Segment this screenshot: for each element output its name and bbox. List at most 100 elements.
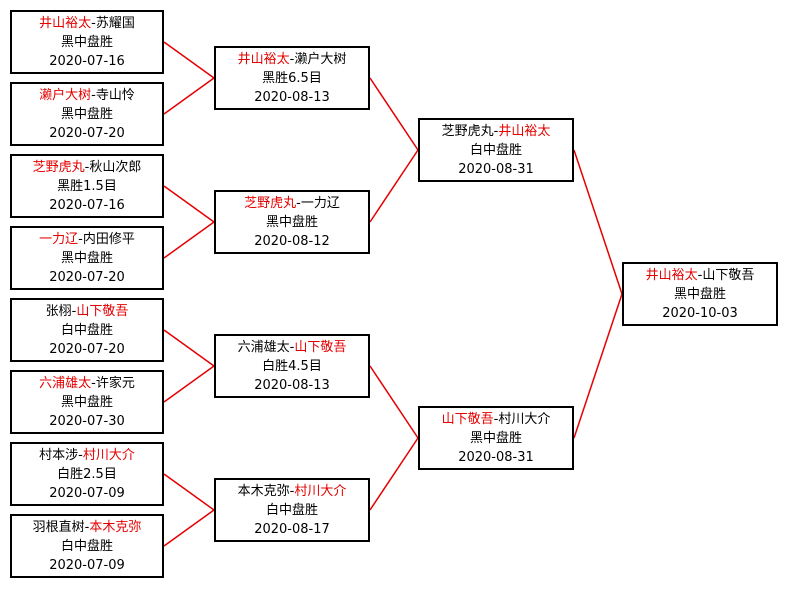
player-two: 一力辽 [300,196,340,211]
separator: - [289,484,295,499]
match-date: 2020-07-09 [49,558,125,573]
match-date: 2020-07-20 [49,270,125,285]
match-box-r2-4: 本木克弥-村川大介白中盘胜 2020-08-17 [214,478,370,542]
match-box-r2-2: 芝野虎丸-一力辽黑中盘胜 2020-08-12 [214,190,370,254]
match-result: 黑中盘胜 [469,431,522,446]
match-result: 白中盘胜 [60,323,113,338]
player-one: 井山裕太 [237,52,290,67]
player-two: 寺山怜 [95,88,135,103]
player-two: 山下敬吾 [294,340,347,355]
match-date: 2020-07-16 [49,54,125,69]
match-box-r4-1: 井山裕太-山下敬吾黑中盘胜 2020-10-03 [622,262,778,326]
player-one: 羽根直树 [32,520,85,535]
player-one: 芝野虎丸 [441,124,494,139]
player-two: 秋山次郎 [89,160,142,175]
player-one: 井山裕太 [645,268,698,283]
separator: - [71,304,77,319]
players-line: 羽根直树-本木克弥 [12,518,162,537]
player-one: 张栩 [45,304,72,319]
player-two: 濑户大树 [294,52,347,67]
player-one: 山下敬吾 [441,412,494,427]
match-box-r1-6: 六浦雄太-许家元黑中盘胜 2020-07-30 [10,370,164,434]
player-one: 芝野虎丸 [244,196,297,211]
player-one: 六浦雄太 [237,340,290,355]
match-result: 黑胜6.5目 [262,71,322,86]
match-result: 黑中盘胜 [60,251,113,266]
players-line: 芝野虎丸-一力辽 [216,194,368,213]
player-one: 一力辽 [39,232,79,247]
match-result: 黑中盘胜 [60,395,113,410]
connector-r1-6 [163,365,215,403]
match-date: 2020-07-30 [49,414,125,429]
connector-r2-4 [369,437,419,511]
players-line: 芝野虎丸-秋山次郎 [12,158,162,177]
separator: - [84,160,90,175]
connector-r3-2 [573,293,623,439]
players-line: 山下敬吾-村川大介 [420,410,572,429]
players-line: 六浦雄太-许家元 [12,374,162,393]
match-date: 2020-07-16 [49,198,125,213]
players-line: 村本涉-村川大介 [12,446,162,465]
player-one: 芝野虎丸 [32,160,85,175]
players-line: 井山裕太-山下敬吾 [624,266,776,285]
match-result: 黑胜1.5目 [57,179,117,194]
connector-r2-3 [369,365,419,439]
match-box-r1-3: 芝野虎丸-秋山次郎黑胜1.5目 2020-07-16 [10,154,164,218]
player-two: 苏耀国 [95,16,135,31]
connector-r2-2 [369,149,419,223]
match-date: 2020-08-12 [254,234,330,249]
match-result: 黑中盘胜 [265,215,318,230]
separator: - [78,448,83,463]
match-box-r1-5: 张栩-山下敬吾白中盘胜 2020-07-20 [10,298,164,362]
players-line: 本木克弥-村川大介 [216,482,368,501]
connector-r1-3 [163,185,215,223]
match-box-r1-4: 一力辽-内田修平黑中盘胜 2020-07-20 [10,226,164,290]
separator: - [493,412,499,427]
match-date: 2020-10-03 [662,306,738,321]
separator: - [91,16,96,31]
connector-r1-8 [163,509,215,547]
match-date: 2020-08-31 [458,162,534,177]
connector-r1-4 [163,221,215,259]
match-date: 2020-07-20 [49,342,125,357]
match-result: 白中盘胜 [469,143,522,158]
player-one: 井山裕太 [39,16,92,31]
match-date: 2020-08-13 [254,90,330,105]
separator: - [296,196,301,211]
separator: - [493,124,499,139]
separator: - [91,376,96,391]
players-line: 一力辽-内田修平 [12,230,162,249]
match-date: 2020-08-13 [254,378,330,393]
connector-r1-2 [163,77,215,115]
player-two: 山下敬吾 [76,304,129,319]
separator: - [697,268,703,283]
separator: - [78,232,83,247]
match-result: 白中盘胜 [265,503,318,518]
player-two: 山下敬吾 [702,268,755,283]
match-result: 黑中盘胜 [673,287,726,302]
match-date: 2020-08-17 [254,522,330,537]
players-line: 濑户大树-寺山怜 [12,86,162,105]
separator: - [289,340,295,355]
players-line: 芝野虎丸-井山裕太 [420,122,572,141]
player-two: 井山裕太 [498,124,551,139]
match-result: 黑中盘胜 [60,107,113,122]
connector-r3-1 [573,149,623,295]
player-one: 本木克弥 [237,484,290,499]
connector-r1-7 [163,473,215,511]
connector-r1-5 [163,329,215,367]
player-one: 村本涉 [39,448,79,463]
player-one: 濑户大树 [39,88,92,103]
connector-r1-1 [163,41,215,79]
player-two: 许家元 [95,376,135,391]
separator: - [91,88,96,103]
player-two: 本木克弥 [89,520,142,535]
separator: - [289,52,295,67]
players-line: 张栩-山下敬吾 [12,302,162,321]
player-two: 内田修平 [82,232,135,247]
